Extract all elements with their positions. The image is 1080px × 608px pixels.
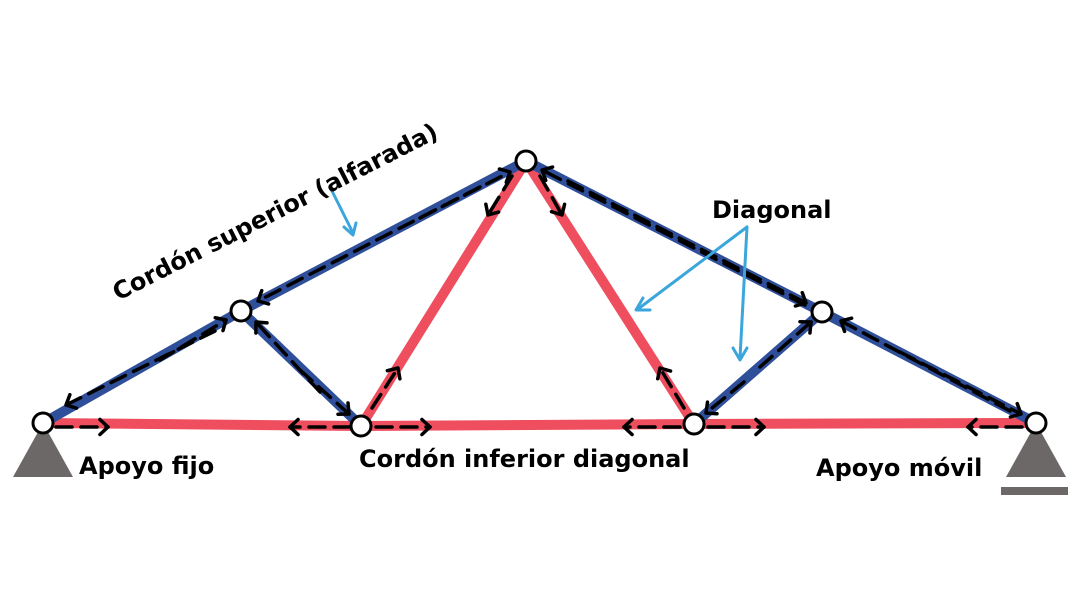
node-left-panel [229,299,253,323]
force-left-web-2 [298,368,351,416]
bottom-chord-segment-1 [38,418,366,431]
diagonal-annotation-arrow-1 [634,225,749,312]
force-top-chord-right-upper-2 [540,165,807,307]
roller-support-triangle [1006,423,1066,477]
node-left-support [31,411,55,435]
force-arrows [54,165,1024,437]
top-chord-label: Cordón superior (alfarada) [108,117,442,306]
tension-members [38,156,1041,431]
annotation-arrows [330,189,749,362]
compression-members [38,156,1041,431]
node-right-panel [810,300,834,324]
force-bottom-left-1 [54,417,110,437]
force-top-chord-left-lower-2 [158,316,228,362]
bottom-chord-label: Cordón inferior diagonal [359,445,690,473]
bottom-chord-segment-3 [689,418,1041,429]
node-bottom-left [349,414,373,438]
force-top-chord-right-lower-1 [839,316,1012,413]
force-left-diagonal-1 [484,174,514,217]
truss-nodes [31,149,1048,438]
roller-support-base [1001,487,1068,495]
force-bottom-right-1 [706,417,766,437]
diagonal-label: Diagonal [712,196,832,224]
node-right-support [1024,411,1048,435]
force-right-web-1 [704,380,746,416]
force-bottom-left-2 [288,417,352,437]
force-right-diagonal-2 [655,366,686,410]
force-bottom-mid-1 [374,417,432,437]
fixed-support-label: Apoyo fijo [79,452,214,480]
node-apex [514,149,538,173]
force-left-diagonal-2 [370,366,402,410]
diagonal-annotation-arrow-2 [731,225,749,362]
roller-support-label: Apoyo móvil [816,454,982,482]
force-bottom-mid-2 [622,417,682,437]
top-chord-annotation-arrow [330,189,358,237]
fixed-support-triangle [13,423,73,477]
roller-support [1001,423,1068,495]
force-right-diagonal-1 [538,174,567,217]
fixed-support [13,423,73,477]
force-top-chord-left-upper-2 [418,167,512,220]
force-top-chord-right-upper [566,179,808,308]
force-right-web-2 [758,319,813,369]
node-bottom-right [682,412,706,436]
force-bottom-right-2 [966,417,1024,437]
force-top-chord-right-lower-2 [898,350,1023,419]
